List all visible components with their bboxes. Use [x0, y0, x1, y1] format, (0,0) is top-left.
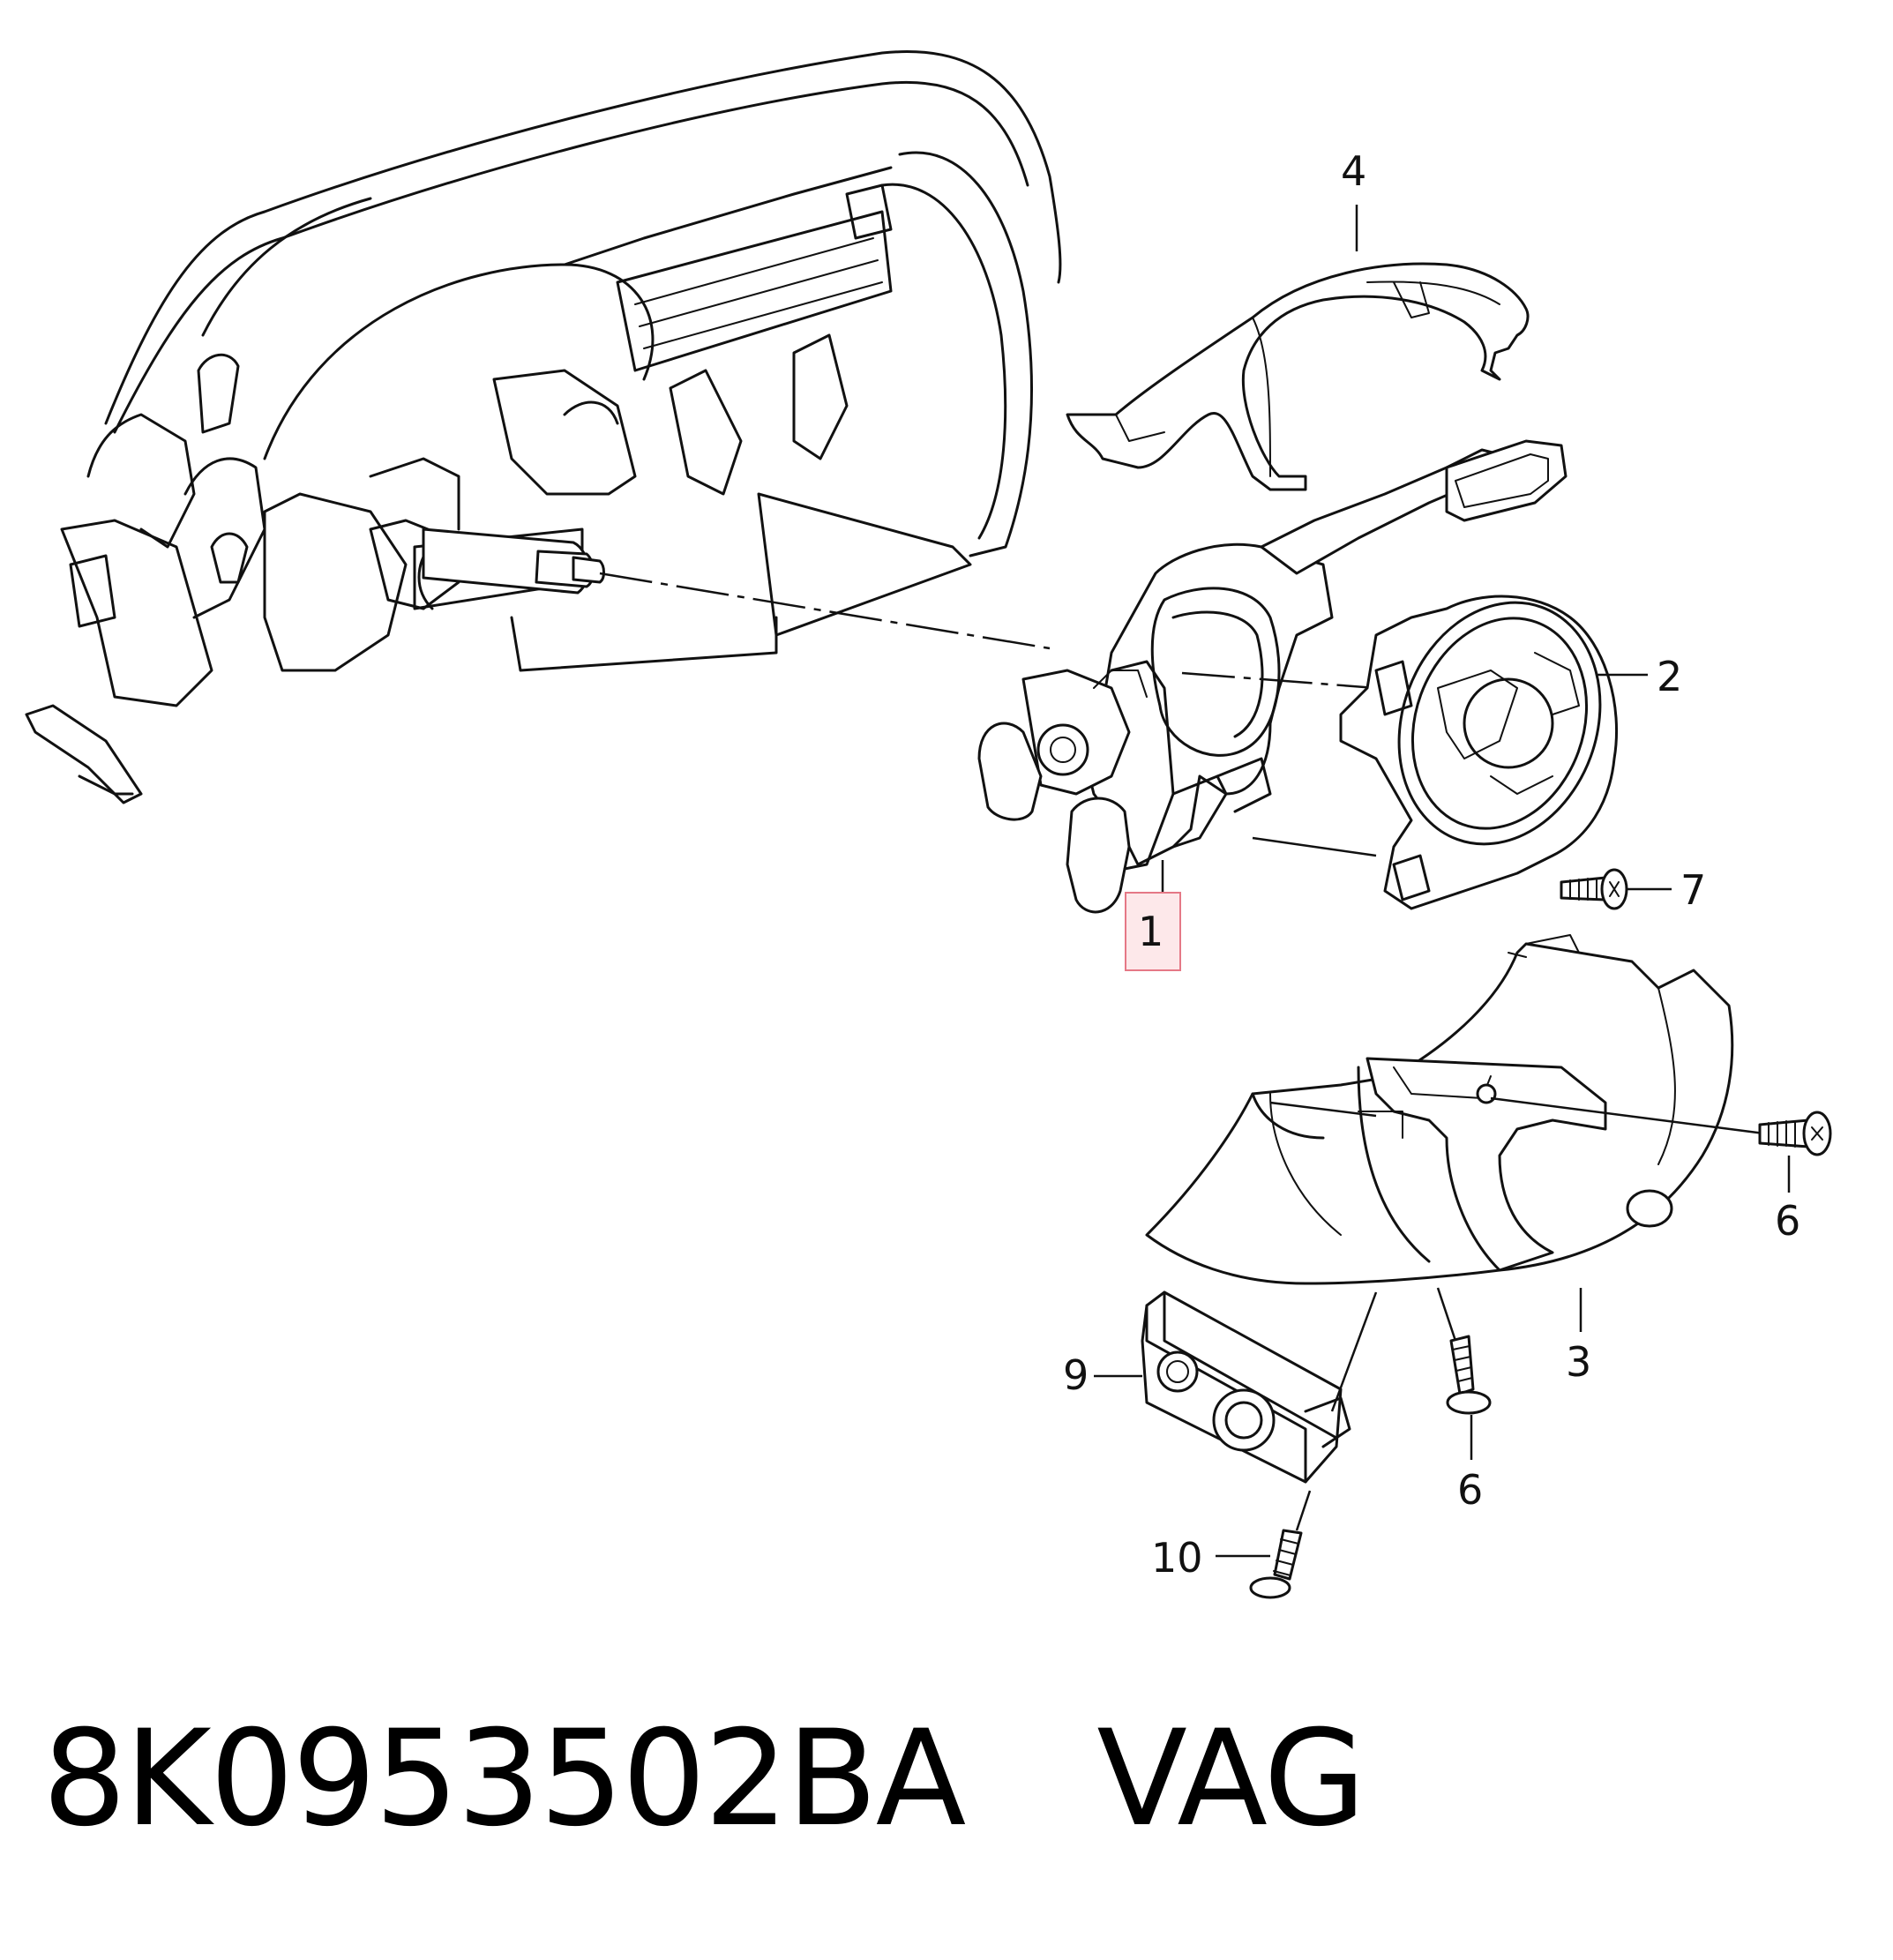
switch-to-coil-line	[1252, 836, 1377, 857]
brand-name: VAG	[1096, 1702, 1366, 1856]
highlight-box-1	[1125, 892, 1181, 971]
screw-part-6b	[1436, 1287, 1492, 1415]
slip-ring-part-2	[1339, 595, 1618, 910]
combination-switch-part-1	[977, 439, 1568, 914]
part-caption: 8K0953502BA VAG	[42, 1702, 1366, 1856]
screw-part-7	[1560, 868, 1628, 910]
switch-module-part-9	[1141, 1290, 1351, 1484]
callout-7[interactable]: 7	[1680, 866, 1706, 914]
callout-6b[interactable]: 6	[1457, 1466, 1483, 1514]
callout-6a[interactable]: 6	[1775, 1197, 1800, 1245]
callout-10[interactable]: 10	[1151, 1534, 1203, 1582]
trim-top-line	[1269, 1101, 1377, 1118]
module-to-trim-line	[1330, 1291, 1378, 1412]
part-number: 8K0953502BA	[42, 1702, 966, 1856]
screw-part-10	[1249, 1490, 1312, 1599]
dashboard-assembly	[25, 50, 1062, 804]
trim-to-screw-6a-line	[1490, 1096, 1765, 1135]
lower-column-trim-part-3	[1145, 934, 1734, 1285]
callout-1[interactable]: 1	[1138, 908, 1163, 955]
callout-9[interactable]: 9	[1063, 1351, 1089, 1399]
callout-2[interactable]: 2	[1657, 653, 1682, 700]
screw-part-6a	[1758, 1111, 1832, 1156]
upper-column-trim-part-4	[1066, 262, 1530, 491]
assembly-axis-line	[599, 572, 1051, 650]
callout-3[interactable]: 3	[1566, 1338, 1591, 1386]
callout-4[interactable]: 4	[1341, 147, 1366, 195]
switch-to-coil-axis	[1181, 671, 1377, 690]
